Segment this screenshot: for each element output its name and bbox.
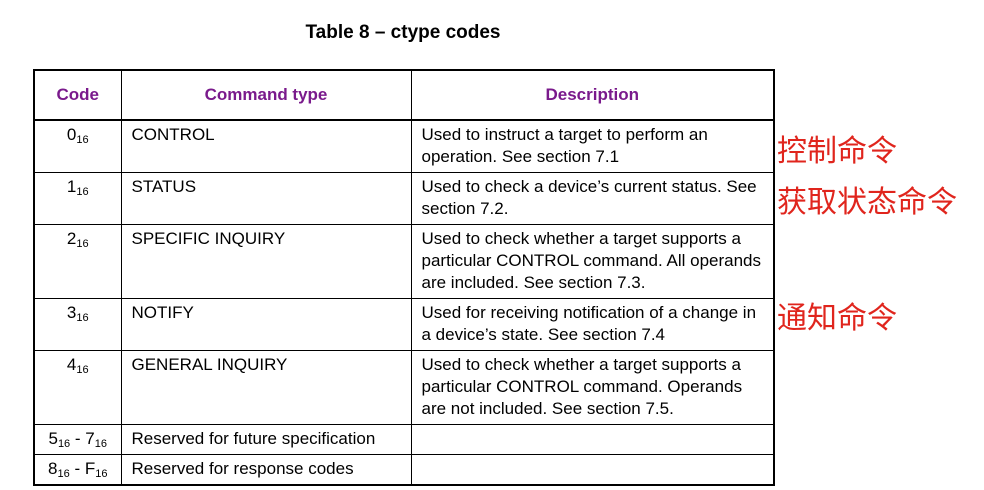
command-type-cell: NOTIFY [120,298,412,351]
command-type-cell: CONTROL [120,119,412,173]
code-value: 1 [66,177,77,196]
code-value: F [84,459,96,478]
annotation-status: 获取状态命令 [777,185,957,220]
code-value: 8 [48,459,58,478]
code-base-subscript: 16 [57,438,71,450]
code-value: 2 [66,229,77,248]
description-cell: Used to check a device’s current status.… [410,172,775,225]
header-row: Code Command type Description [33,69,775,121]
code-base-subscript: 16 [95,468,108,480]
code-value: 3 [66,303,77,322]
description-cell: Used for receiving notification of a cha… [410,298,775,351]
command-type-cell: STATUS [120,172,412,225]
command-type-cell: SPECIFIC INQUIRY [120,224,412,299]
code-value: 5 [48,429,58,448]
description-cell: Used to check whether a target supports … [410,350,775,425]
description-cell: Used to check whether a target supports … [410,224,775,299]
code-base-subscript: 16 [76,364,89,376]
command-type-column-header: Command type [120,69,412,121]
code-base-subscript: 16 [76,238,89,250]
code-base-subscript: 16 [76,134,89,146]
description-cell [410,454,775,486]
command-type-cell: Reserved for response codes [120,454,412,486]
description-cell: Used to instruct a target to perform an … [410,119,775,173]
code-cell: 816 - F16 [33,454,122,486]
code-value: 7 [85,429,95,448]
code-base-subscript: 16 [94,438,108,450]
code-cell: 116 [33,172,122,225]
code-cell: 016 [33,119,122,173]
annotation-notify: 通知命令 [777,301,897,336]
code-cell: 316 [33,298,122,351]
code-column-header: Code [33,69,122,121]
code-base-subscript: 16 [76,312,89,324]
code-base-subscript: 16 [57,468,70,480]
code-cell: 216 [33,224,122,299]
code-value: 4 [66,355,77,374]
command-type-cell: GENERAL INQUIRY [120,350,412,425]
code-cell: 516 - 716 [33,424,122,455]
code-cell: 416 [33,350,122,425]
command-type-cell: Reserved for future specification [120,424,412,455]
code-value: 0 [66,125,77,144]
table-title: Table 8 – ctype codes [305,22,501,43]
description-column-header: Description [410,69,775,121]
annotation-control: 控制命令 [777,134,897,169]
code-base-subscript: 16 [76,186,89,198]
description-cell [410,424,775,455]
